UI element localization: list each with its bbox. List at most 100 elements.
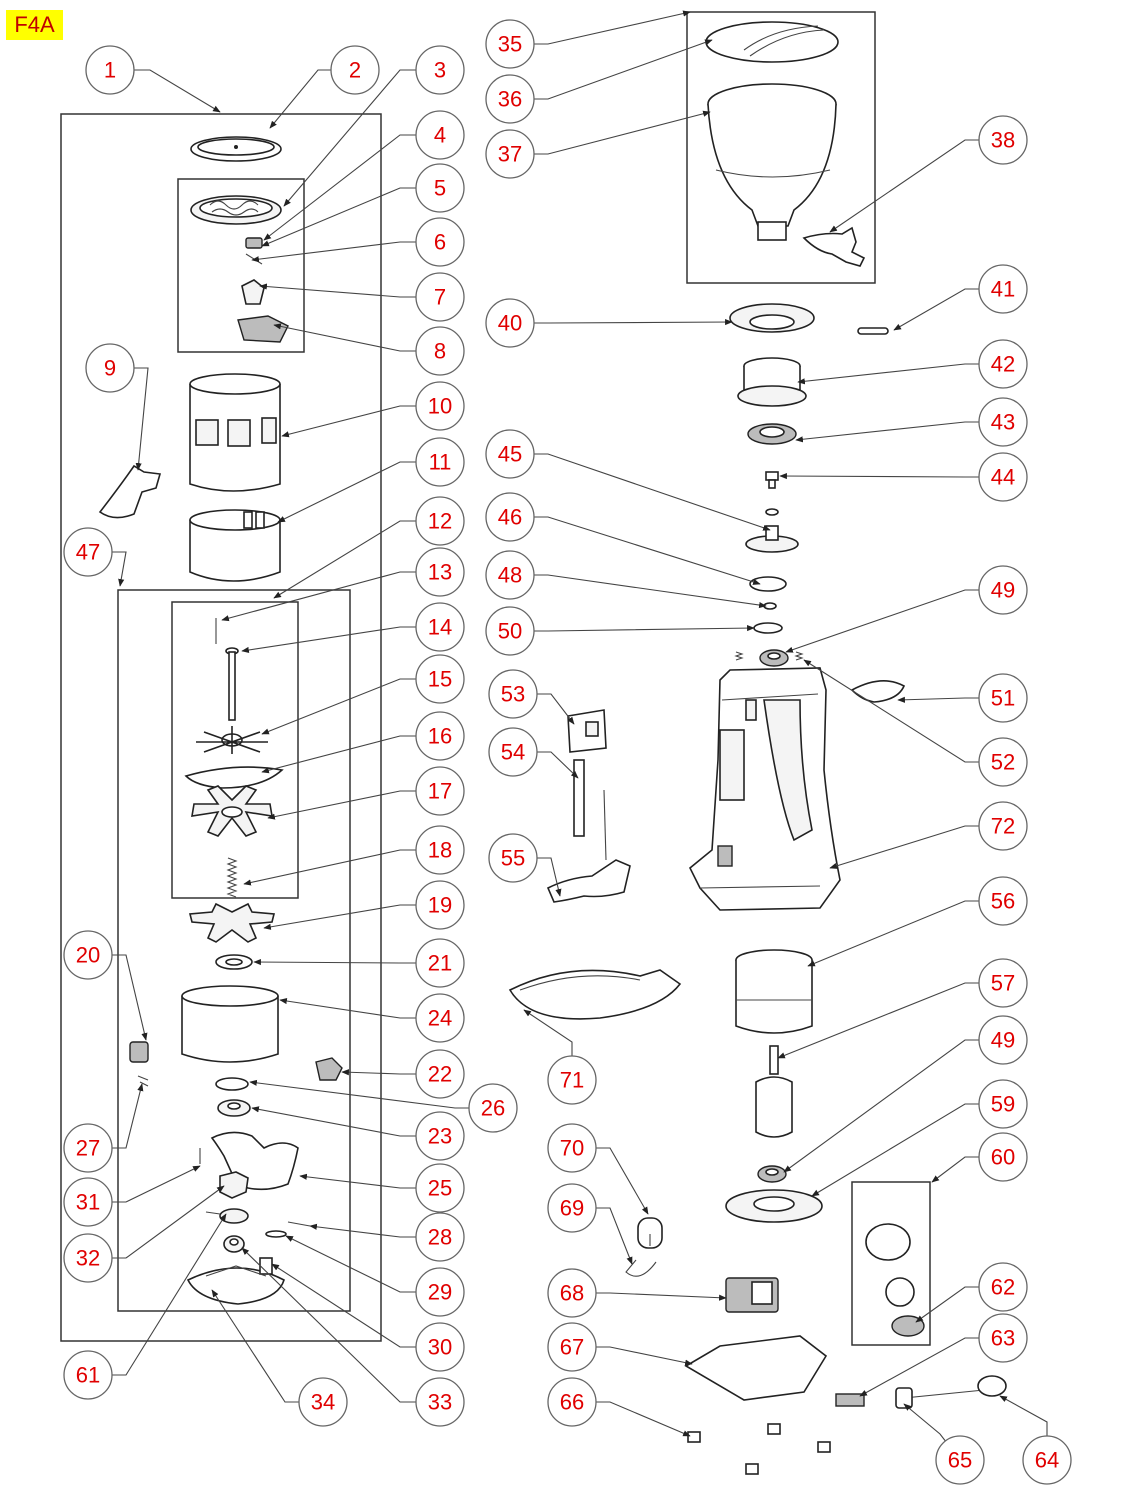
callout-number: 60 xyxy=(991,1145,1015,1170)
callout-circle xyxy=(978,1313,1028,1363)
callout-43: 43 xyxy=(978,397,1028,447)
leader-line-48 xyxy=(510,574,767,609)
callout-circle xyxy=(978,876,1028,926)
callout-number: 42 xyxy=(991,352,1015,377)
callout-circle xyxy=(415,602,465,652)
leader-line-72 xyxy=(829,825,1003,869)
callout-51: 51 xyxy=(978,673,1028,723)
callout-60: 60 xyxy=(978,1132,1028,1182)
callout-number: 50 xyxy=(498,619,522,644)
leader-line-6 xyxy=(251,241,440,263)
callout-number: 11 xyxy=(429,450,452,475)
callout-number: 70 xyxy=(560,1136,584,1161)
callout-56: 56 xyxy=(978,876,1028,926)
callout-circle xyxy=(978,115,1028,165)
gear-part-32 xyxy=(219,1171,249,1199)
callout-number: 52 xyxy=(991,750,1015,775)
burr-part-42 xyxy=(737,357,807,407)
callout-circle xyxy=(488,833,538,883)
callout-circle xyxy=(63,930,113,980)
leader-line-40 xyxy=(510,318,733,326)
callout-18: 18 xyxy=(415,825,465,875)
callout-11: 11 xyxy=(415,437,465,487)
callout-circle xyxy=(547,1055,597,1105)
rod-part-54b xyxy=(603,789,607,861)
leader-line-30 xyxy=(271,1263,440,1348)
callout-number: 54 xyxy=(501,740,525,765)
callout-24: 24 xyxy=(415,993,465,1043)
callout-circle xyxy=(63,527,113,577)
callout-number: 63 xyxy=(991,1326,1015,1351)
callout-6: 6 xyxy=(415,217,465,267)
callout-circle xyxy=(935,1435,985,1485)
callout-32: 32 xyxy=(63,1233,113,1283)
callout-number: 72 xyxy=(991,814,1015,839)
callout-circle xyxy=(978,452,1028,502)
callout-number: 45 xyxy=(498,442,522,467)
assembly-box-3 xyxy=(177,178,305,353)
part-60-set xyxy=(865,1223,925,1337)
leader-line-15 xyxy=(261,678,440,735)
callout-number: 19 xyxy=(428,893,452,918)
callout-52: 52 xyxy=(978,737,1028,787)
callout-19: 19 xyxy=(415,880,465,930)
callout-46: 46 xyxy=(485,492,535,542)
rotor-part-57 xyxy=(755,1045,793,1138)
callout-31: 31 xyxy=(63,1177,113,1227)
callout-38: 38 xyxy=(978,115,1028,165)
callout-circle xyxy=(415,711,465,761)
callout-number: 62 xyxy=(991,1275,1015,1300)
callout-circle xyxy=(485,492,535,542)
callout-number: 40 xyxy=(498,311,522,336)
cup-part-24 xyxy=(181,985,279,1063)
callout-26: 26 xyxy=(468,1083,518,1133)
callout-circle xyxy=(415,547,465,597)
bearing-part-49a xyxy=(759,649,789,667)
callout-23: 23 xyxy=(415,1111,465,1161)
callout-number: 12 xyxy=(428,509,452,534)
callout-circle xyxy=(415,1049,465,1099)
callout-circle xyxy=(85,45,135,95)
callout-circle xyxy=(63,1350,113,1400)
washer-part-45 xyxy=(749,576,787,592)
assembly-box-35 xyxy=(686,11,876,284)
callout-number: 2 xyxy=(349,58,361,83)
callout-number: 27 xyxy=(76,1136,100,1161)
leader-line-43 xyxy=(795,421,1003,443)
callout-number: 53 xyxy=(501,682,525,707)
callout-55: 55 xyxy=(488,833,538,883)
callout-number: 49 xyxy=(991,578,1015,603)
callout-number: 31 xyxy=(76,1190,100,1215)
part-22 xyxy=(315,1057,343,1081)
leader-line-23 xyxy=(251,1106,440,1137)
cam-part-33 xyxy=(223,1235,245,1253)
callout-number: 55 xyxy=(501,846,525,871)
gasket-part-71 xyxy=(508,969,682,1020)
callout-circle xyxy=(415,217,465,267)
callout-67: 67 xyxy=(547,1322,597,1372)
callout-circle xyxy=(85,343,135,393)
callout-number: 6 xyxy=(434,230,446,255)
part-8 xyxy=(237,315,289,343)
callout-number: 41 xyxy=(991,277,1015,302)
leader-line-38 xyxy=(829,139,1003,233)
callout-64: 64 xyxy=(1022,1435,1072,1485)
callout-circle xyxy=(978,565,1028,615)
cable-part-64 xyxy=(903,1375,1007,1399)
spring-part-61 xyxy=(205,1208,249,1224)
callout-circle xyxy=(415,326,465,376)
callout-7: 7 xyxy=(415,272,465,322)
callout-number: 43 xyxy=(991,410,1015,435)
callout-49: 49 xyxy=(978,565,1028,615)
callout-number: 59 xyxy=(991,1092,1015,1117)
callout-27: 27 xyxy=(63,1123,113,1173)
callout-number: 64 xyxy=(1035,1448,1059,1473)
body-part-72 xyxy=(688,667,841,911)
assembly-box-12 xyxy=(171,601,299,899)
cover-part-51 xyxy=(850,680,906,703)
callout-8: 8 xyxy=(415,326,465,376)
callout-circle xyxy=(415,45,465,95)
callout-14: 14 xyxy=(415,602,465,652)
